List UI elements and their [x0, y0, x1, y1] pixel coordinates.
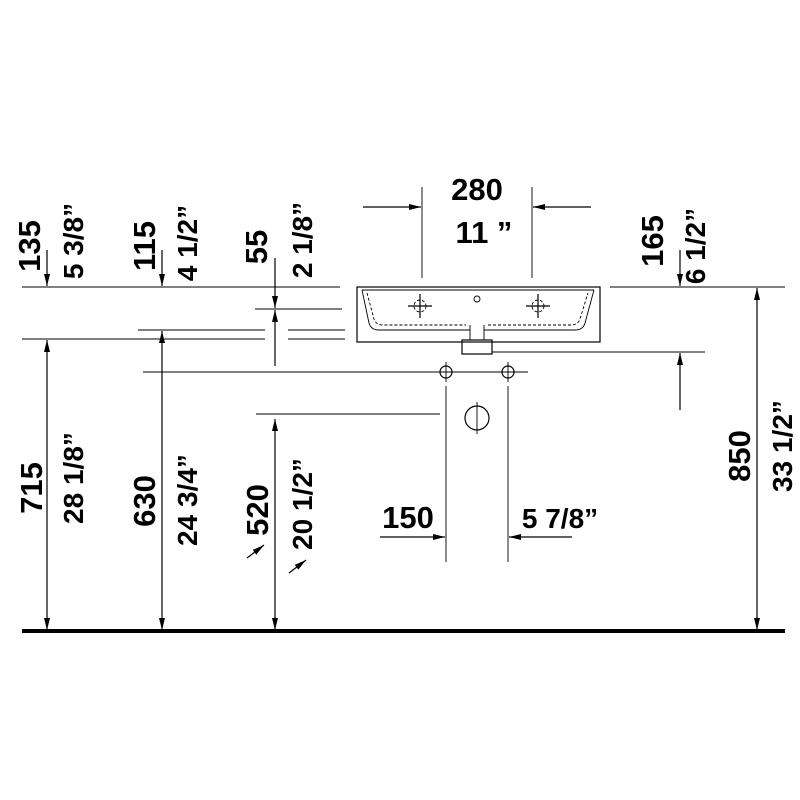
height-630-in: 24 3/4”: [172, 454, 203, 546]
dimension-arrows: [44, 204, 760, 630]
offset-55-in: 2 1/8”: [287, 202, 318, 278]
drain-spacing-mm: 150: [382, 500, 434, 535]
height-850-mm: 850: [722, 430, 757, 482]
offset-115-mm: 115: [127, 221, 162, 271]
height-520-mm: 520: [240, 484, 275, 536]
faucet-hole-right: [526, 294, 550, 318]
sink-outline: [356, 286, 601, 355]
faucet-spacing-mm: 280: [451, 172, 503, 207]
drain-outlet: [461, 339, 493, 355]
offset-55-mm: 55: [239, 230, 274, 264]
offset-165-mm: 165: [635, 215, 670, 267]
height-715-in: 28 1/8”: [58, 432, 89, 524]
overflow-hole: [473, 295, 481, 303]
height-520-in: 20 1/2”: [287, 458, 318, 550]
basin-inner-wall: [361, 289, 595, 331]
offset-115-in: 4 1/2”: [172, 205, 203, 281]
height-630-mm: 630: [127, 475, 162, 527]
faucet-spacing-in: 11 ”: [456, 215, 513, 250]
height-850-in: 33 1/2”: [767, 400, 798, 492]
drain-spacing-in: 5 7/8”: [522, 503, 598, 534]
reference-lines: [22, 187, 785, 562]
height-715-mm: 715: [14, 462, 49, 514]
supply-connection-right: [501, 362, 515, 382]
basin-inner-dashed: [366, 292, 589, 326]
offset-135-mm: 135: [12, 220, 47, 272]
offset-165-in: 6 1/2”: [680, 208, 711, 284]
supply-connection-left: [439, 362, 453, 382]
offset-135-in: 5 3/8”: [58, 203, 89, 279]
waste-connection: [464, 402, 490, 434]
faucet-hole-left: [408, 294, 432, 318]
